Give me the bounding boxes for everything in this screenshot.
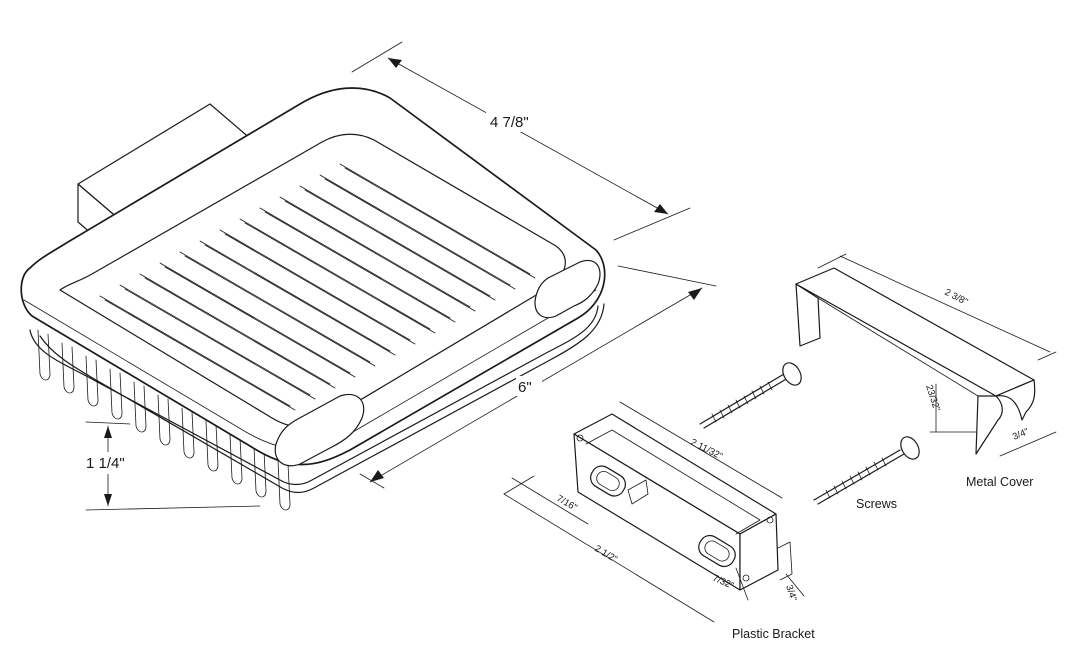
screw-lower xyxy=(813,436,920,505)
dim-bracket-overall-label: 2 1/2" xyxy=(592,543,619,565)
dim-basket-height: 1 1/4" xyxy=(82,421,261,511)
front-end-cap xyxy=(274,393,365,467)
metal-cover-label: Metal Cover xyxy=(966,475,1033,489)
dim-basket-width: 6" xyxy=(359,265,717,489)
dim-basket-depth-label: 4 7/8" xyxy=(490,114,529,131)
dim-bracket-length-label: 2 11/32" xyxy=(689,437,725,462)
rear-end-cap xyxy=(534,259,601,319)
dim-bracket-slot-offset-label: 7/16" xyxy=(555,493,579,513)
basket-tines xyxy=(37,329,291,511)
dim-bracket-slot-offset: 7/16" xyxy=(511,477,589,525)
dim-cover-height: 23/32" xyxy=(923,384,977,433)
dim-cover-depth: 3/4" xyxy=(999,426,1057,457)
dim-cover-depth-label: 3/4" xyxy=(1011,426,1031,442)
plastic-bracket-label: Plastic Bracket xyxy=(732,627,815,641)
screw-upper xyxy=(699,362,802,429)
dim-bracket-height-label: 3/4" xyxy=(783,584,799,603)
dim-basket-width-label: 6" xyxy=(518,379,532,396)
wire-basket xyxy=(20,87,606,511)
plastic-bracket xyxy=(573,413,793,591)
dim-cover-height-label: 23/32" xyxy=(923,384,942,413)
dim-bracket-height: 3/4" xyxy=(783,573,805,603)
dim-basket-height-label: 1 1/4" xyxy=(86,455,125,472)
dim-basket-depth: 4 7/8" xyxy=(351,41,691,241)
metal-cover xyxy=(795,267,1036,455)
screws-label: Screws xyxy=(856,497,897,511)
basket-floor-wires xyxy=(99,163,536,411)
